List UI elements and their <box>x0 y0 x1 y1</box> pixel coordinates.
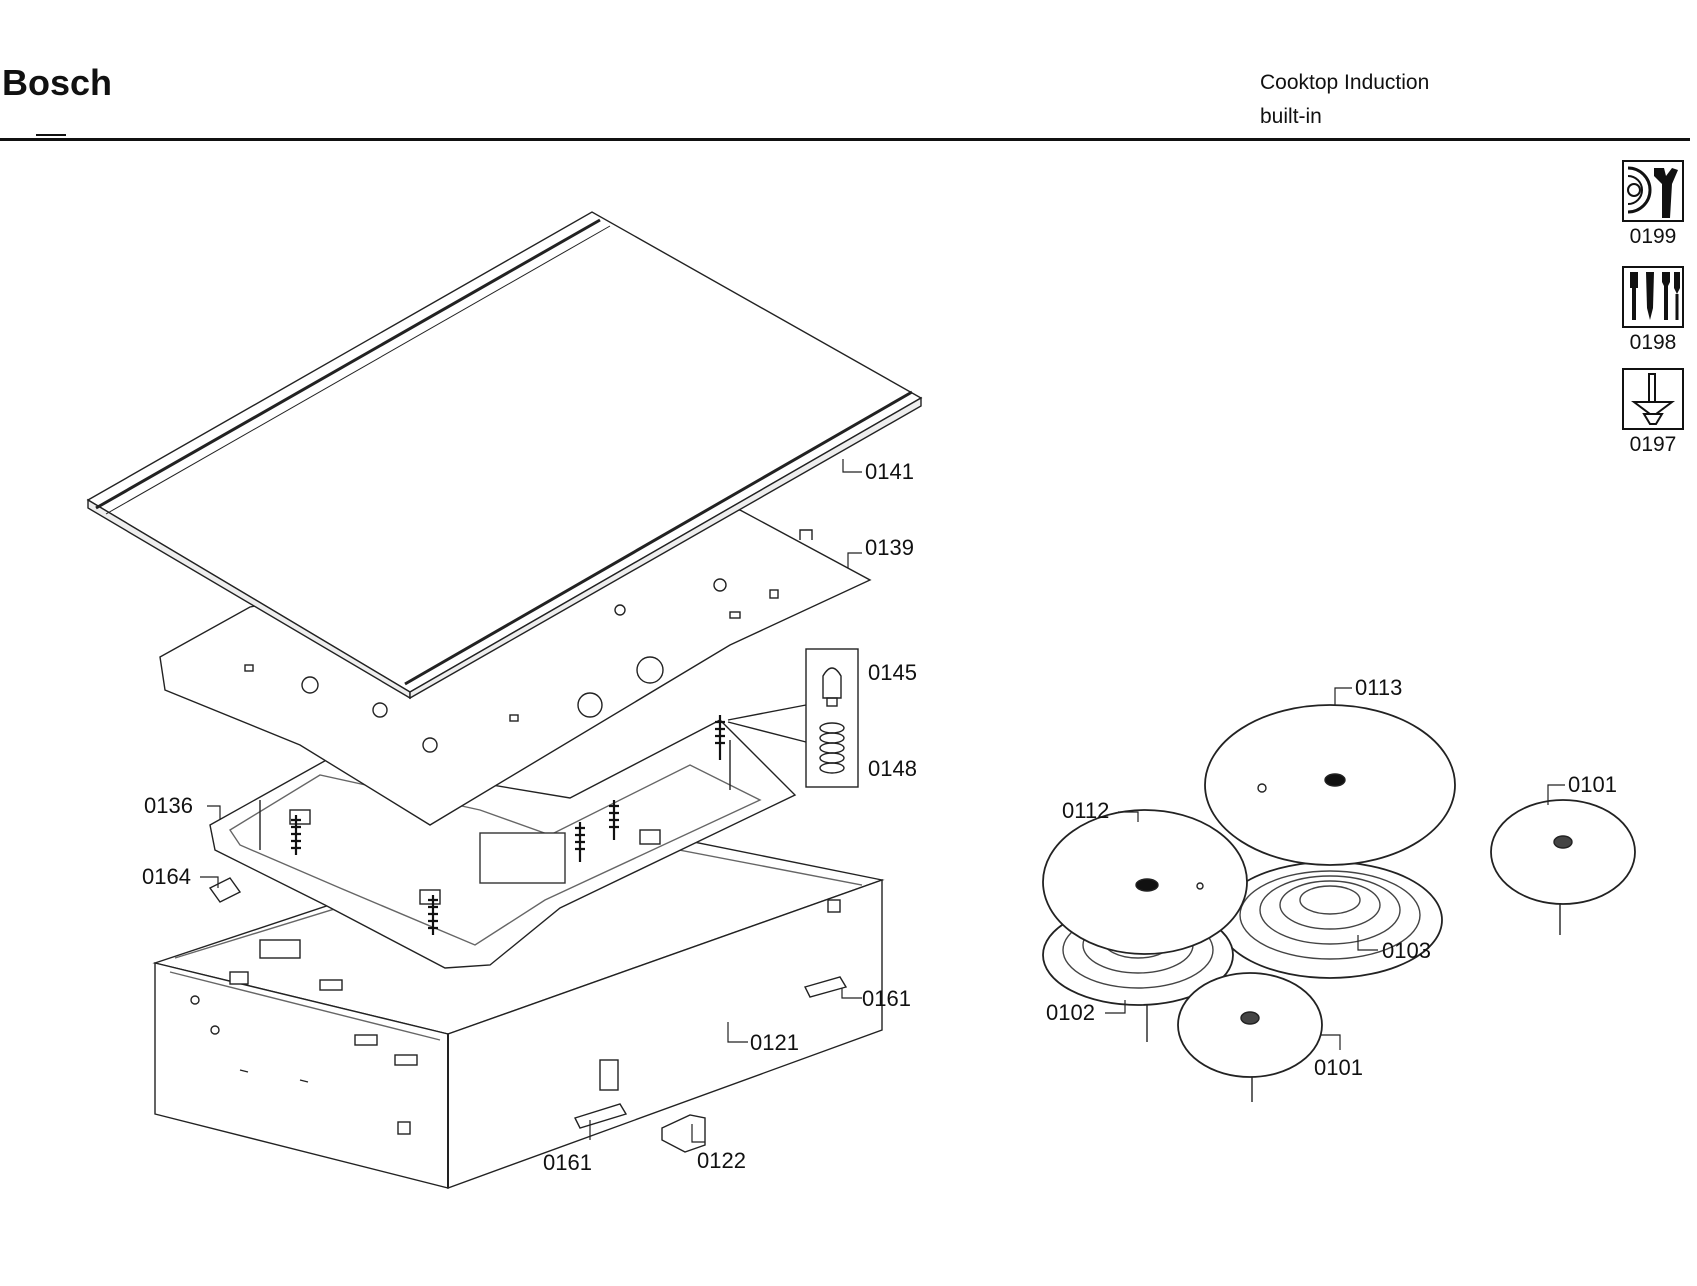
part-label-0164[interactable]: 0164 <box>142 864 191 889</box>
leader-lines <box>200 459 1565 1143</box>
header-divider-mark <box>36 134 66 136</box>
part-label-0112[interactable]: 0112 <box>1062 798 1109 823</box>
small-parts[interactable] <box>208 877 848 1153</box>
tool-0197-code: 0197 <box>1629 433 1677 456</box>
coil-large[interactable] <box>1204 704 1456 979</box>
shield-plate[interactable] <box>159 509 872 826</box>
part-label-0136[interactable]: 0136 <box>144 793 193 818</box>
part-label-0122[interactable]: 0122 <box>697 1148 746 1173</box>
tool-0198-code: 0198 <box>1629 331 1677 354</box>
induction-coils[interactable] <box>1042 704 1636 1102</box>
part-label-0145[interactable]: 0145 <box>868 660 917 685</box>
part-label-0102[interactable]: 0102 <box>1046 1000 1095 1025</box>
wrench-disc-icon <box>1622 160 1684 222</box>
part-label-0139[interactable]: 0139 <box>865 535 914 560</box>
tool-set-icon <box>1622 266 1684 328</box>
brand-name: Bosch <box>2 62 113 103</box>
product-mounting: built-in <box>1260 105 1322 128</box>
part-labels: 0141 0139 0145 0148 0136 0164 0161 0121 … <box>142 459 1617 1175</box>
springs-and-studs[interactable] <box>291 715 725 935</box>
part-label-0141[interactable]: 0141 <box>865 459 914 484</box>
tool-0197[interactable]: 0197 <box>1620 368 1686 457</box>
coil-small-right[interactable] <box>1490 799 1636 935</box>
coil-medium[interactable] <box>1042 809 1248 1042</box>
part-label-0113[interactable]: 0113 <box>1355 675 1402 700</box>
part-label-0161-right[interactable]: 0161 <box>862 986 911 1011</box>
part-label-0101-right[interactable]: 0101 <box>1568 772 1617 797</box>
part-label-0103[interactable]: 0103 <box>1382 938 1431 963</box>
product-type: Cooktop Induction <box>1260 71 1430 94</box>
pin-funnel-icon <box>1622 368 1684 430</box>
product-description: Cooktop Induction built-in <box>1260 66 1429 134</box>
tool-0199[interactable]: 0199 <box>1620 160 1686 249</box>
coil-small-front[interactable] <box>1177 972 1323 1102</box>
carrier-frame[interactable] <box>209 719 797 969</box>
part-label-0101-front[interactable]: 0101 <box>1314 1055 1363 1080</box>
tool-0199-code: 0199 <box>1629 225 1677 248</box>
part-label-0121[interactable]: 0121 <box>750 1030 799 1055</box>
part-label-0161-front[interactable]: 0161 <box>543 1150 592 1175</box>
header-divider <box>0 138 1690 141</box>
glass-ceramic-top[interactable] <box>86 211 923 700</box>
tool-0198[interactable]: 0198 <box>1620 266 1686 355</box>
stud-detail-box[interactable] <box>727 648 859 788</box>
part-label-0148[interactable]: 0148 <box>868 756 917 781</box>
